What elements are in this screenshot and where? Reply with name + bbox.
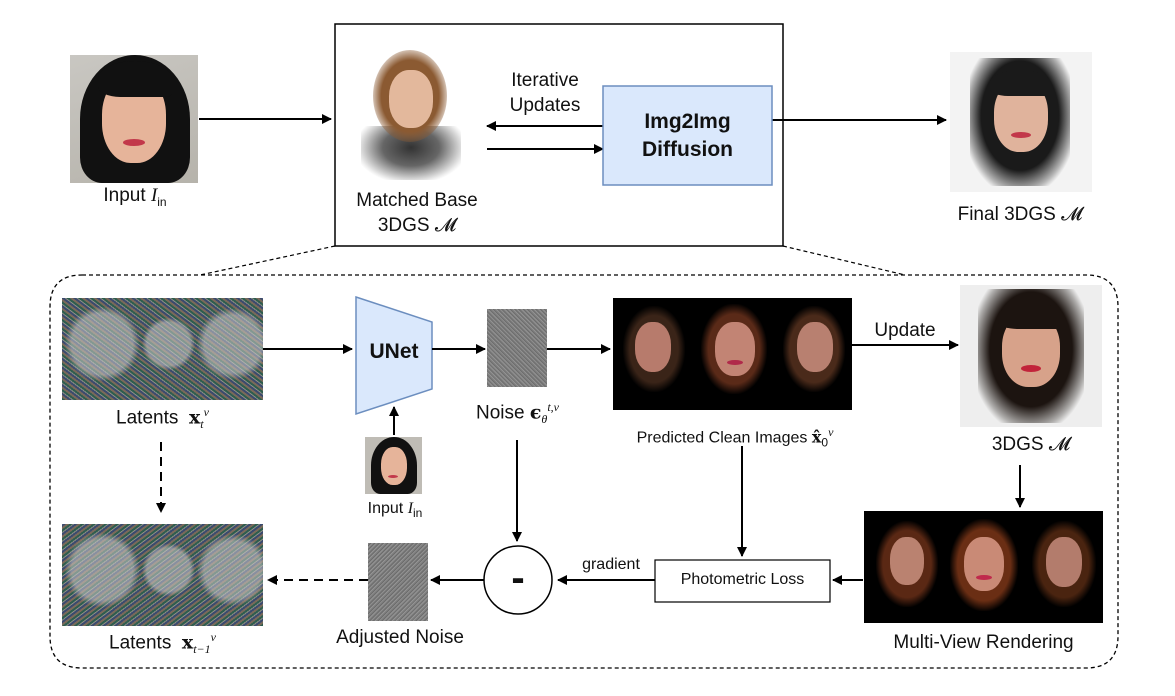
latents-t1-label: Latents xt−1v <box>109 630 216 657</box>
predicted-label: Predicted Clean Images x̂0v <box>636 425 834 450</box>
update-label: Update <box>874 320 936 341</box>
3dgs-label: 3DGS 𝓜 <box>991 434 1071 455</box>
input-label-top: Input Iin <box>103 185 167 209</box>
3dgs-image <box>960 285 1102 427</box>
iterative-updates-label: Iterative Updates <box>509 70 581 116</box>
unet-label: UNet <box>369 340 419 363</box>
predicted-clean-images <box>613 298 852 410</box>
gradient-label: gradient <box>582 556 640 573</box>
multiview-label: Multi-View Rendering <box>893 632 1074 653</box>
diffusion-label: Img2Img Diffusion <box>642 110 733 161</box>
input-face-image <box>70 55 198 183</box>
minus-label: - <box>511 556 525 600</box>
detail-group-outline <box>49 274 1119 669</box>
input-label-bottom: Input Iin <box>367 500 423 521</box>
loss-box <box>654 559 831 603</box>
noise-label: Noise ϵθt,v <box>475 400 559 427</box>
minus-circle <box>483 545 553 615</box>
matched-frame <box>334 23 784 247</box>
latents-t-image <box>62 298 263 400</box>
zoom-line-left <box>199 245 336 276</box>
diffusion-box <box>602 85 773 186</box>
noise-image <box>487 309 547 387</box>
adjusted-noise-label: Adjusted Noise <box>336 627 464 648</box>
unet-shape <box>355 295 433 416</box>
latents-t1-image <box>62 524 263 626</box>
loss-label: Photometric Loss <box>680 571 805 588</box>
input-face-small <box>365 437 422 494</box>
multi-view-rendering <box>864 511 1103 623</box>
zoom-line-right <box>782 245 906 276</box>
matched-base-label: Matched Base 3DGS 𝓜 <box>356 190 478 236</box>
final-3dgs-label: Final 3DGS 𝓜 <box>957 204 1083 225</box>
latents-t-label: Latents xtv <box>116 405 209 432</box>
adjusted-noise-image <box>368 543 428 621</box>
final-3dgs-image <box>950 52 1092 192</box>
matched-base-image <box>345 50 473 180</box>
